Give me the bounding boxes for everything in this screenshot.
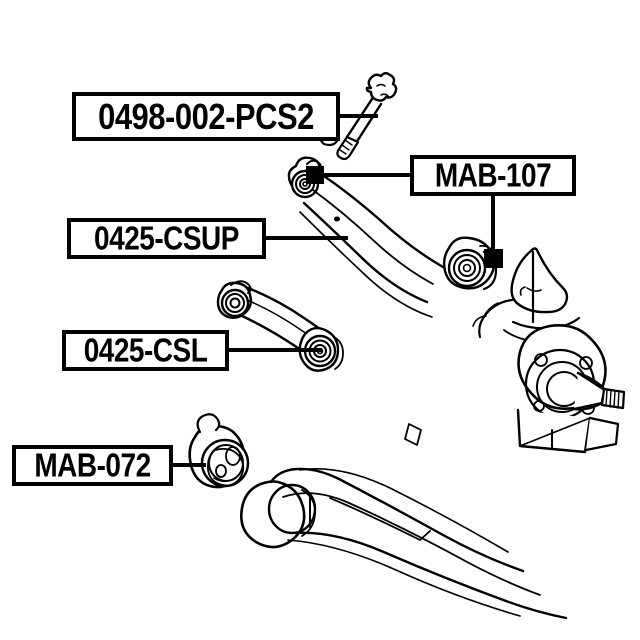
part-number-text: 0425-CSUP	[94, 219, 239, 257]
part-number-text: 0498-002-PCS2	[98, 95, 314, 138]
leader-lines	[173, 114, 495, 467]
trailing-arm-body	[240, 423, 568, 620]
callout-label-0498-002-pcs2[interactable]: 0498-002-PCS2	[72, 92, 340, 141]
callout-label-mab-072[interactable]: MAB-072	[12, 445, 173, 486]
trailing-arm-bushing-part	[188, 413, 250, 489]
lateral-link-part	[216, 280, 344, 372]
part-number-text: 0425-CSL	[83, 331, 208, 369]
callout-label-0425-csl[interactable]: 0425-CSL	[62, 330, 229, 371]
leader-markers	[306, 166, 503, 268]
marker-mab107-upper	[306, 166, 324, 184]
bolt-part	[336, 72, 398, 161]
part-number-text: MAB-072	[34, 446, 151, 484]
hub-spindle-assembly	[516, 324, 626, 454]
callout-label-mab-107[interactable]: MAB-107	[410, 155, 576, 196]
marker-mab107-lower	[484, 249, 503, 268]
callout-label-0425-csup[interactable]: 0425-CSUP	[67, 218, 266, 259]
part-number-text: MAB-107	[434, 156, 552, 194]
